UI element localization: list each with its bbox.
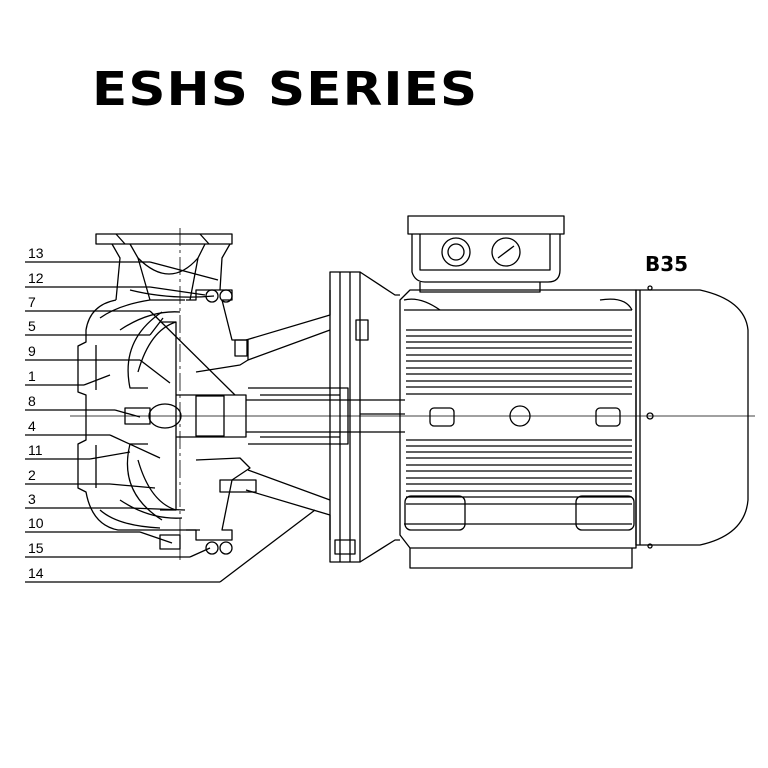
callout-5: 5 — [25, 317, 164, 336]
callout-label: 14 — [28, 565, 44, 581]
cooling-fins — [406, 329, 632, 505]
volute-casing — [77, 299, 200, 550]
callout-label: 11 — [28, 442, 43, 458]
callout-label: 10 — [28, 515, 44, 531]
motor-shaft — [246, 399, 405, 433]
callout-9: 9 — [25, 343, 171, 384]
callout-label: 13 — [28, 245, 44, 261]
callout-13: 13 — [25, 245, 219, 281]
callout-label: 3 — [28, 491, 36, 507]
callout-11: 11 — [25, 442, 131, 460]
series-title: ESHS SERIES — [92, 62, 479, 116]
seal-housing — [176, 289, 257, 555]
part-callouts: 13 12 7 5 9 1 — [25, 245, 316, 583]
callout-label: 2 — [28, 467, 36, 483]
callout-3: 3 — [25, 491, 186, 511]
callout-label: 5 — [28, 318, 36, 334]
callout-10: 10 — [25, 515, 173, 544]
callout-label: 12 — [28, 270, 44, 286]
callout-7: 7 — [25, 294, 236, 396]
callout-label: 8 — [28, 393, 36, 409]
callout-12: 12 — [25, 270, 206, 296]
motor-body — [399, 289, 637, 569]
impeller — [124, 311, 182, 521]
discharge-flange — [95, 233, 233, 301]
callout-label: 4 — [28, 418, 36, 434]
callout-15: 15 — [25, 540, 211, 558]
callout-label: 7 — [28, 294, 36, 310]
callout-4: 4 — [25, 418, 161, 459]
motor-adapter — [245, 271, 400, 563]
fan-cover — [635, 285, 749, 549]
callout-label: 9 — [28, 343, 36, 359]
terminal-box — [407, 215, 565, 293]
callout-2: 2 — [25, 467, 156, 489]
callout-label: 1 — [28, 368, 36, 384]
callout-14: 14 — [25, 509, 316, 583]
callout-label: 15 — [28, 540, 44, 556]
mounting-label: B35 — [645, 252, 689, 276]
callout-8: 8 — [25, 393, 141, 418]
callout-1: 1 — [25, 368, 111, 386]
